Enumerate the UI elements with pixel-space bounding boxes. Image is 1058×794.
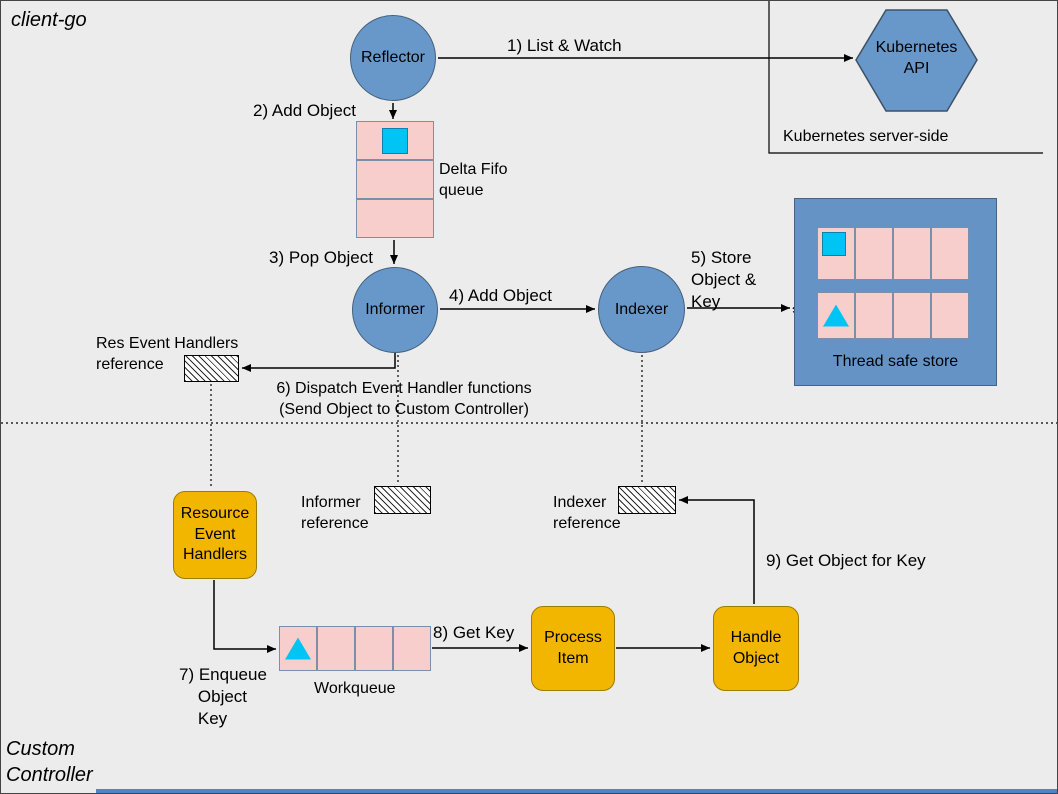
store-cell <box>893 227 931 280</box>
step3-pop-object-label: 3) Pop Object <box>269 248 373 267</box>
bottom-window-edge <box>96 789 1057 793</box>
workqueue <box>279 626 431 671</box>
queue-cell <box>356 160 434 199</box>
step4-add-object-label: 4) Add Object <box>449 286 553 305</box>
store-cell <box>817 292 855 339</box>
handle-object-node: Handle Object <box>713 606 799 691</box>
object-triangle-icon <box>285 637 311 660</box>
store-cell <box>855 227 893 280</box>
res-event-handlers-reference-box <box>184 355 239 382</box>
delta-fifo-queue <box>356 121 434 238</box>
res-event-handlers-reference-label: Res Event Handlers reference <box>96 335 239 373</box>
resource-event-handlers-node: Resource Event Handlers <box>173 491 257 579</box>
delta-fifo-queue-label: Delta Fifo queue <box>439 161 508 199</box>
store-cell <box>855 292 893 339</box>
step2-add-object-label: 2) Add Object <box>253 101 357 120</box>
store-cell <box>817 227 855 280</box>
thread-safe-store: Thread safe store <box>794 198 997 386</box>
step7-enqueue-label: 7) Enqueue Object Key <box>179 665 267 729</box>
indexer-reference-label: Indexer reference <box>553 494 621 532</box>
store-cell <box>931 227 969 280</box>
step9-get-object-label: 9) Get Object for Key <box>766 551 926 570</box>
step5-store-object-key-label: 5) Store Object & Key <box>691 248 757 312</box>
store-cell <box>931 292 969 339</box>
indexer-node: Indexer <box>598 266 685 353</box>
informer-reference-box <box>374 486 431 514</box>
step6-dispatch-label: 6) Dispatch Event Handler functions (Sen… <box>276 380 532 418</box>
workqueue-cell <box>393 626 431 671</box>
workqueue-label: Workqueue <box>314 680 396 697</box>
queue-cell <box>356 199 434 238</box>
informer-node: Informer <box>352 267 438 353</box>
process-item-node: Process Item <box>531 606 615 691</box>
step1-list-watch-label: 1) List & Watch <box>507 36 622 55</box>
object-square-icon <box>822 232 846 256</box>
store-row <box>817 227 969 280</box>
workqueue-cell <box>279 626 317 671</box>
object-square-icon <box>382 127 408 154</box>
thread-safe-store-label: Thread safe store <box>832 353 959 370</box>
kubernetes-api-label: Kubernetes API <box>875 39 958 77</box>
kubernetes-server-side-label: Kubernetes server-side <box>783 128 949 145</box>
workqueue-cell <box>317 626 355 671</box>
custom-controller-title: Custom Controller <box>6 738 93 786</box>
kubernetes-api-hexagon <box>855 9 978 112</box>
object-triangle-icon <box>823 304 849 327</box>
client-go-title: client-go <box>11 9 87 31</box>
workqueue-cell <box>355 626 393 671</box>
reflector-node: Reflector <box>350 15 436 101</box>
indexer-reference-box <box>618 486 676 514</box>
informer-reference-label: Informer reference <box>301 494 369 532</box>
store-row <box>817 292 969 339</box>
step8-get-key-label: 8) Get Key <box>433 623 515 642</box>
store-cell <box>893 292 931 339</box>
queue-cell <box>356 121 434 160</box>
